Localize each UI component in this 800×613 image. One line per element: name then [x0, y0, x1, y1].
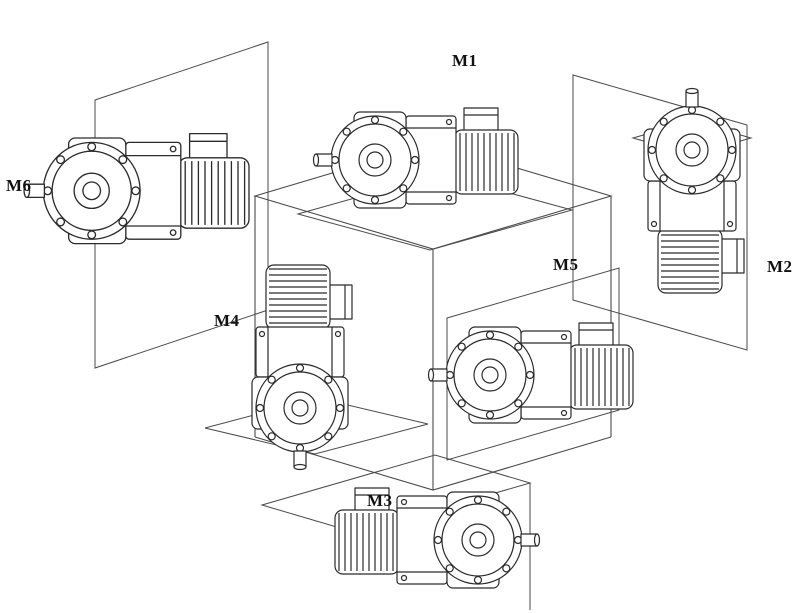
cube-bottom-edges: [254, 436, 612, 491]
mounting-plane-m5: [446, 267, 620, 461]
label-m4: M4: [214, 311, 240, 330]
gearmotor-m4-illustration: [251, 264, 353, 471]
gearmotor-m3-illustration: [334, 487, 541, 589]
gearmotor-m6-illustration: [23, 132, 250, 245]
label-m6: M6: [6, 176, 32, 195]
label-m1: M1: [452, 51, 478, 70]
gearmotor-m2-illustration: [643, 87, 745, 294]
label-m2: M2: [767, 257, 793, 276]
label-m5: M5: [553, 255, 579, 274]
label-m3: M3: [367, 491, 393, 510]
gearmotor-m5-illustration: [427, 322, 634, 424]
gearmotor-m1-illustration: [312, 107, 519, 209]
